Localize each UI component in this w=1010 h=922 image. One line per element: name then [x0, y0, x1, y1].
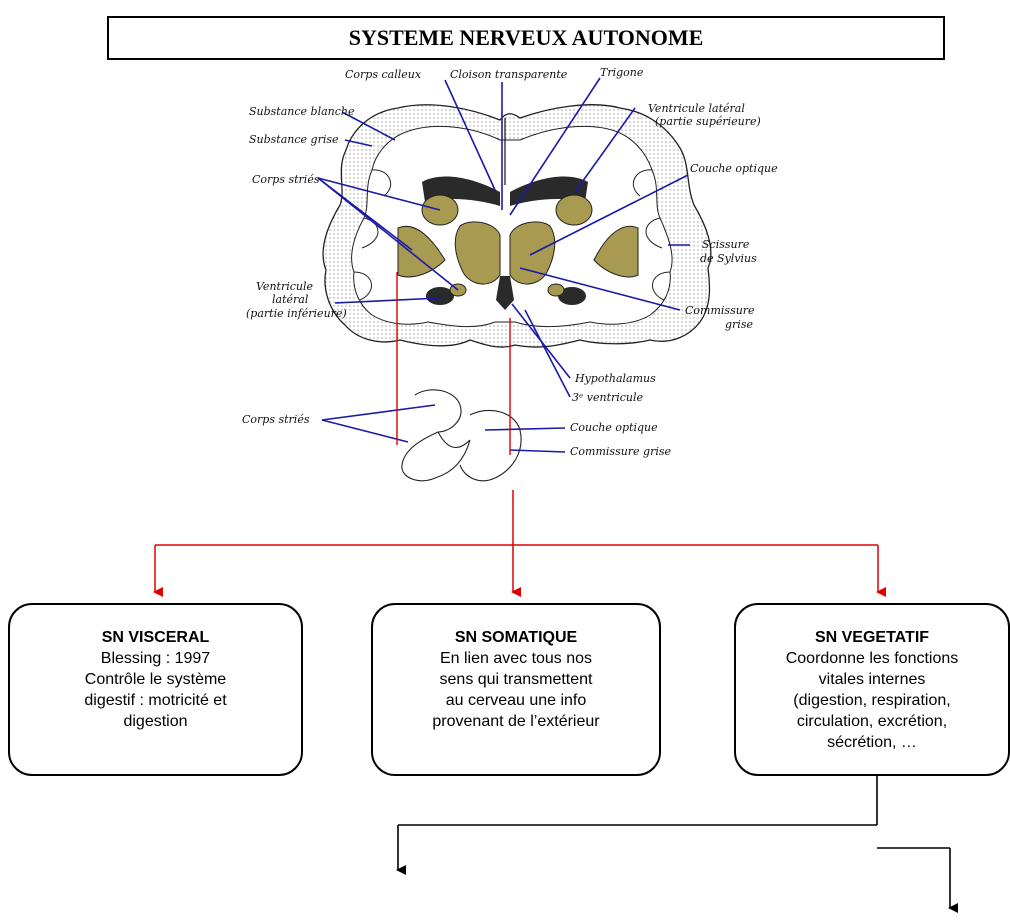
box-sn-somatique: SN SOMATIQUE En lien avec tous nos sens …	[371, 603, 661, 776]
ventricle-inf-left	[426, 287, 454, 305]
label-scissure-2: de Sylvius	[700, 252, 757, 265]
diagram-title: SYSTEME NERVEUX AUTONOME	[107, 16, 945, 60]
label-commissure-2: grise	[725, 318, 753, 331]
corps-stries-outline	[401, 389, 471, 482]
box-vegetatif-line: circulation, excrétion,	[796, 713, 948, 730]
box-visceral-line: digestion	[123, 713, 188, 730]
label-couche-optique-bottom: Couche optique	[570, 421, 658, 434]
third-ventricle	[496, 276, 514, 310]
couche-optique-outline	[459, 409, 522, 482]
label-troisieme-ventricule: 3ᵉ ventricule	[572, 391, 644, 404]
box-vegetatif-line: Coordonne les fonctions	[785, 650, 959, 667]
lentiform-right	[593, 225, 639, 278]
thalamus-left	[454, 221, 501, 285]
box-vegetatif-line: sécrétion, …	[827, 734, 917, 751]
box-sn-vegetatif: SN VEGETATIF Coordonne les fonctions vit…	[734, 603, 1010, 776]
box-visceral-title: SN VISCERAL	[101, 629, 210, 646]
label-trigone: Trigone	[600, 66, 644, 79]
caudate-right	[555, 194, 593, 226]
ventricle-inf-right	[558, 287, 586, 305]
box-vegetatif-line: vitales internes	[818, 671, 926, 688]
box-visceral-line: digestif : motricité et	[84, 692, 227, 709]
box-vegetatif-title: SN VEGETATIF	[814, 629, 930, 646]
label-ventricule-inf-3: (partie inférieure)	[246, 307, 347, 320]
gyri-left	[353, 169, 392, 301]
lentiform-left	[397, 225, 446, 278]
label-corps-stries-bottom: Corps striés	[242, 413, 310, 426]
label-corps-calleux: Corps calleux	[345, 68, 422, 81]
box-visceral-line: Contrôle le système	[84, 671, 227, 688]
label-commissure-grise-bottom: Commissure grise	[570, 445, 672, 458]
label-couche-optique-top: Couche optique	[690, 162, 778, 175]
box-sn-visceral: SN VISCERAL Blessing : 1997 Contrôle le …	[8, 603, 303, 776]
commissure-outline	[437, 431, 471, 449]
label-corps-stries-top: Corps striés	[252, 173, 320, 186]
white-matter	[351, 125, 673, 328]
label-ventricule-sup-2: (partie supérieure)	[655, 115, 761, 128]
basal-ganglia-sketch	[401, 389, 522, 482]
gyri-right	[632, 169, 671, 301]
nucleus-inf-right	[547, 283, 565, 297]
box-vegetatif-line: (digestion, respiration,	[793, 692, 951, 709]
box-visceral-line: Blessing : 1997	[100, 650, 211, 667]
label-commissure-1: Commissure	[685, 304, 755, 317]
box-somatique-line: En lien avec tous nos	[439, 650, 593, 667]
label-hypothalamus: Hypothalamus	[574, 372, 656, 385]
label-ventricule-inf-2: latéral	[272, 293, 309, 306]
box-somatique-line: sens qui transmettent	[439, 671, 593, 688]
label-cloison: Cloison transparente	[450, 68, 568, 81]
box-somatique-line: au cerveau une info	[445, 692, 587, 709]
anatomy-labels: Corps calleux Cloison transparente Trigo…	[242, 66, 778, 458]
label-ventricule-sup-1: Ventricule latéral	[648, 102, 745, 115]
box-somatique-line: provenant de l’extérieur	[432, 713, 600, 730]
label-substance-grise: Substance grise	[249, 133, 339, 146]
label-ventricule-inf-1: Ventricule	[256, 280, 313, 293]
red-arrows	[153, 490, 886, 597]
box-somatique-title: SN SOMATIQUE	[454, 629, 578, 646]
leader-lines	[317, 77, 690, 453]
label-scissure-1: Scissure	[702, 238, 750, 251]
label-substance-blanche: Substance blanche	[249, 105, 355, 118]
red-guides	[396, 272, 511, 455]
